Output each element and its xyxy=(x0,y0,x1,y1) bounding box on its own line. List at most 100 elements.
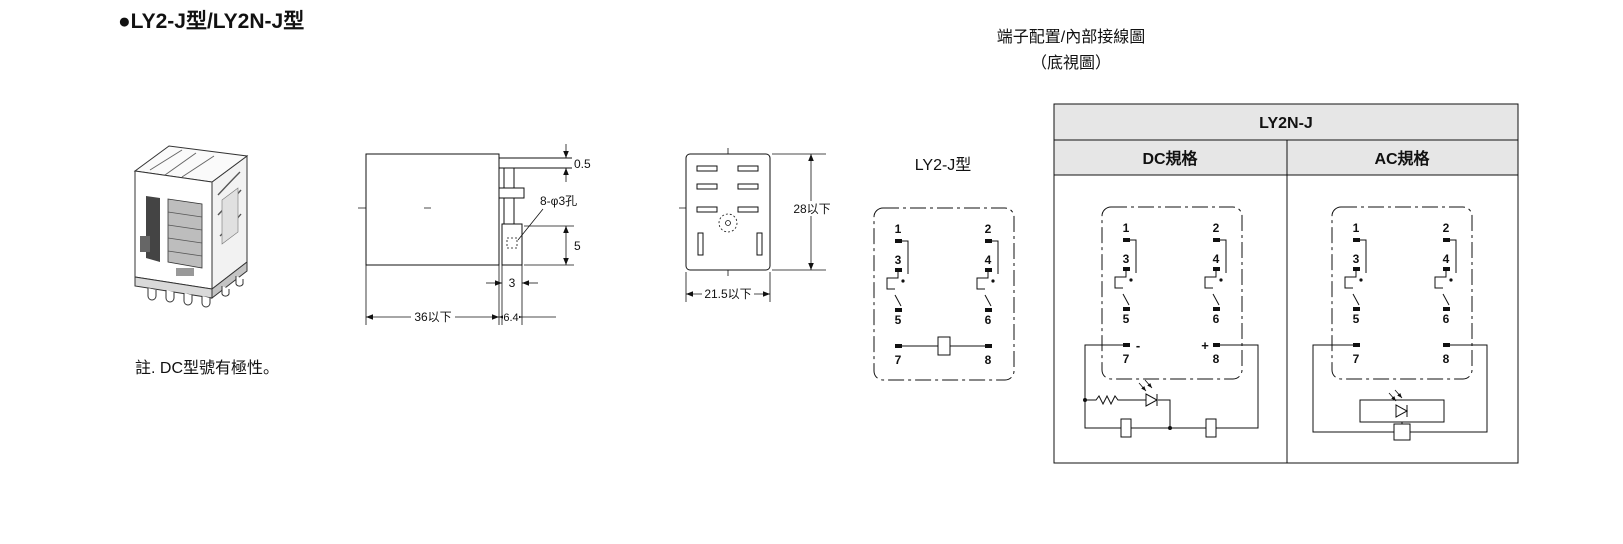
terminal-number-label: 6 xyxy=(1213,312,1220,326)
ac-indicator-circuit xyxy=(1312,344,1488,441)
terminal-housing-outline xyxy=(1101,206,1243,380)
nc-fixed-contact xyxy=(902,240,909,274)
com-terminal-pad xyxy=(1353,267,1360,271)
terminal-number-label: 6 xyxy=(1443,312,1450,326)
terminal-number-label: 8 xyxy=(1213,352,1220,366)
terminal-section-subheading: （底視圖） xyxy=(1031,54,1111,72)
polarity-plus: + xyxy=(1201,338,1209,353)
dim-extension-lines xyxy=(772,153,826,271)
table-grid-lines xyxy=(1054,139,1518,463)
nc-fixed-contact xyxy=(1360,239,1367,273)
terminal-number-label: 8 xyxy=(985,353,992,367)
no-terminal-pad xyxy=(1353,307,1360,311)
nc-fixed-contact xyxy=(1220,239,1227,273)
com-terminal-pad xyxy=(985,268,992,272)
terminal-number-label: 6 xyxy=(985,313,992,327)
no-terminal-pad xyxy=(1443,307,1450,311)
dc-indicator-circuit: - + xyxy=(1083,338,1259,438)
center-hole xyxy=(725,220,731,226)
relay-body-side-outline xyxy=(365,153,500,266)
ac-terminal-diagram: 1 3 5 2 4 6 7 8 xyxy=(1331,206,1473,380)
nc-terminal-pad xyxy=(985,239,992,243)
dim-label-pin-length: 6.4 xyxy=(503,312,518,324)
polarity-note: 註. DC型號有極性。 xyxy=(135,359,279,377)
dc-led-indicator xyxy=(1138,379,1159,407)
com-terminal-pad xyxy=(1213,267,1220,271)
terminal-hole xyxy=(506,237,518,249)
terminal-number-label: 4 xyxy=(1443,252,1450,266)
terminal-number-label: 1 xyxy=(1353,221,1360,235)
moving-contact-point xyxy=(1129,278,1133,282)
nc-fixed-contact xyxy=(1450,239,1457,273)
coil-terminal-pad xyxy=(985,344,992,348)
moving-contact-blade xyxy=(1352,293,1360,306)
ly2nj-table: LY2N-J DC規格 AC規格 xyxy=(1053,103,1519,464)
com-armature-link xyxy=(1204,271,1217,289)
ac-circuit-wires xyxy=(1312,344,1488,433)
dim-label-holes: 8-φ3孔 xyxy=(540,194,577,208)
ac-led-indicator xyxy=(1388,389,1409,418)
polarity-minus: - xyxy=(1136,338,1140,353)
coil-symbol xyxy=(937,336,951,356)
terminal-number-label: 8 xyxy=(1443,352,1450,366)
no-terminal-pad xyxy=(1123,307,1130,311)
dim-label-width: 21.5以下 xyxy=(704,287,751,301)
ac-coil-element xyxy=(1393,423,1411,441)
terminal-number-label: 5 xyxy=(895,313,902,327)
terminal-number-label: 5 xyxy=(1353,312,1360,326)
dc-resistor xyxy=(1085,394,1171,428)
dc-coil-element xyxy=(1120,418,1132,438)
terminal-number-label: 3 xyxy=(895,253,902,267)
nc-terminal-pad xyxy=(1123,238,1130,242)
ac-column-header: AC規格 xyxy=(1374,149,1430,168)
com-terminal-pad xyxy=(895,268,902,272)
terminal-number-label: 7 xyxy=(1353,352,1360,366)
no-terminal-pad xyxy=(1213,307,1220,311)
dim-extension-lines xyxy=(365,265,523,325)
terminal-number-label: 2 xyxy=(985,222,992,236)
nc-fixed-contact xyxy=(992,240,999,274)
moving-contact-point xyxy=(991,279,995,283)
terminal-tab xyxy=(501,223,523,266)
terminal-housing-outline xyxy=(1331,206,1473,380)
dim-label-pin-width: 3 xyxy=(509,276,516,290)
dc-diode-element xyxy=(1205,418,1217,438)
nc-fixed-contact xyxy=(1130,239,1137,273)
dim-label-pin-thickness: 0.5 xyxy=(574,157,591,171)
com-terminal-pad xyxy=(1123,267,1130,271)
terminal-number-label: 4 xyxy=(985,253,992,267)
ly2j-label: LY2-J型 xyxy=(915,156,972,174)
moving-contact-blade xyxy=(894,294,902,307)
terminal-number-label: 1 xyxy=(895,222,902,236)
terminal-number-label: 7 xyxy=(895,353,902,367)
terminal-number-label: 7 xyxy=(1123,352,1130,366)
no-terminal-pad xyxy=(895,308,902,312)
moving-contact-blade xyxy=(1122,293,1130,306)
com-armature-link xyxy=(1114,271,1127,289)
coil-terminal-pad xyxy=(1443,343,1450,347)
terminal-number-label: 4 xyxy=(1213,252,1220,266)
bottom-view-dimension-drawing: 28以下 21.5以下 xyxy=(679,148,834,302)
com-armature-link xyxy=(886,272,899,290)
relay-product-illustration xyxy=(133,145,249,308)
dim-label-body-length: 36以下 xyxy=(414,310,451,324)
dim-extension-lines xyxy=(524,225,574,266)
com-terminal-pad xyxy=(1443,267,1450,271)
table-border xyxy=(1053,103,1519,464)
hole-leader-line xyxy=(517,208,544,241)
terminal-number-label: 5 xyxy=(1123,312,1130,326)
moving-contact-blade xyxy=(984,294,992,307)
coil-terminal-pad xyxy=(1123,343,1130,347)
terminal-housing-outline xyxy=(873,207,1015,381)
page-title: ●LY2-J型/LY2N-J型 xyxy=(118,10,304,33)
coil-terminal-pad xyxy=(1213,343,1220,347)
terminal-number-label: 2 xyxy=(1443,221,1450,235)
table-header: LY2N-J xyxy=(1259,115,1313,132)
moving-contact-blade xyxy=(1442,293,1450,306)
moving-contact-point xyxy=(1449,278,1453,282)
coil-terminal-pad xyxy=(895,344,902,348)
nc-terminal-pad xyxy=(1443,238,1450,242)
terminal-number-label: 3 xyxy=(1353,252,1360,266)
